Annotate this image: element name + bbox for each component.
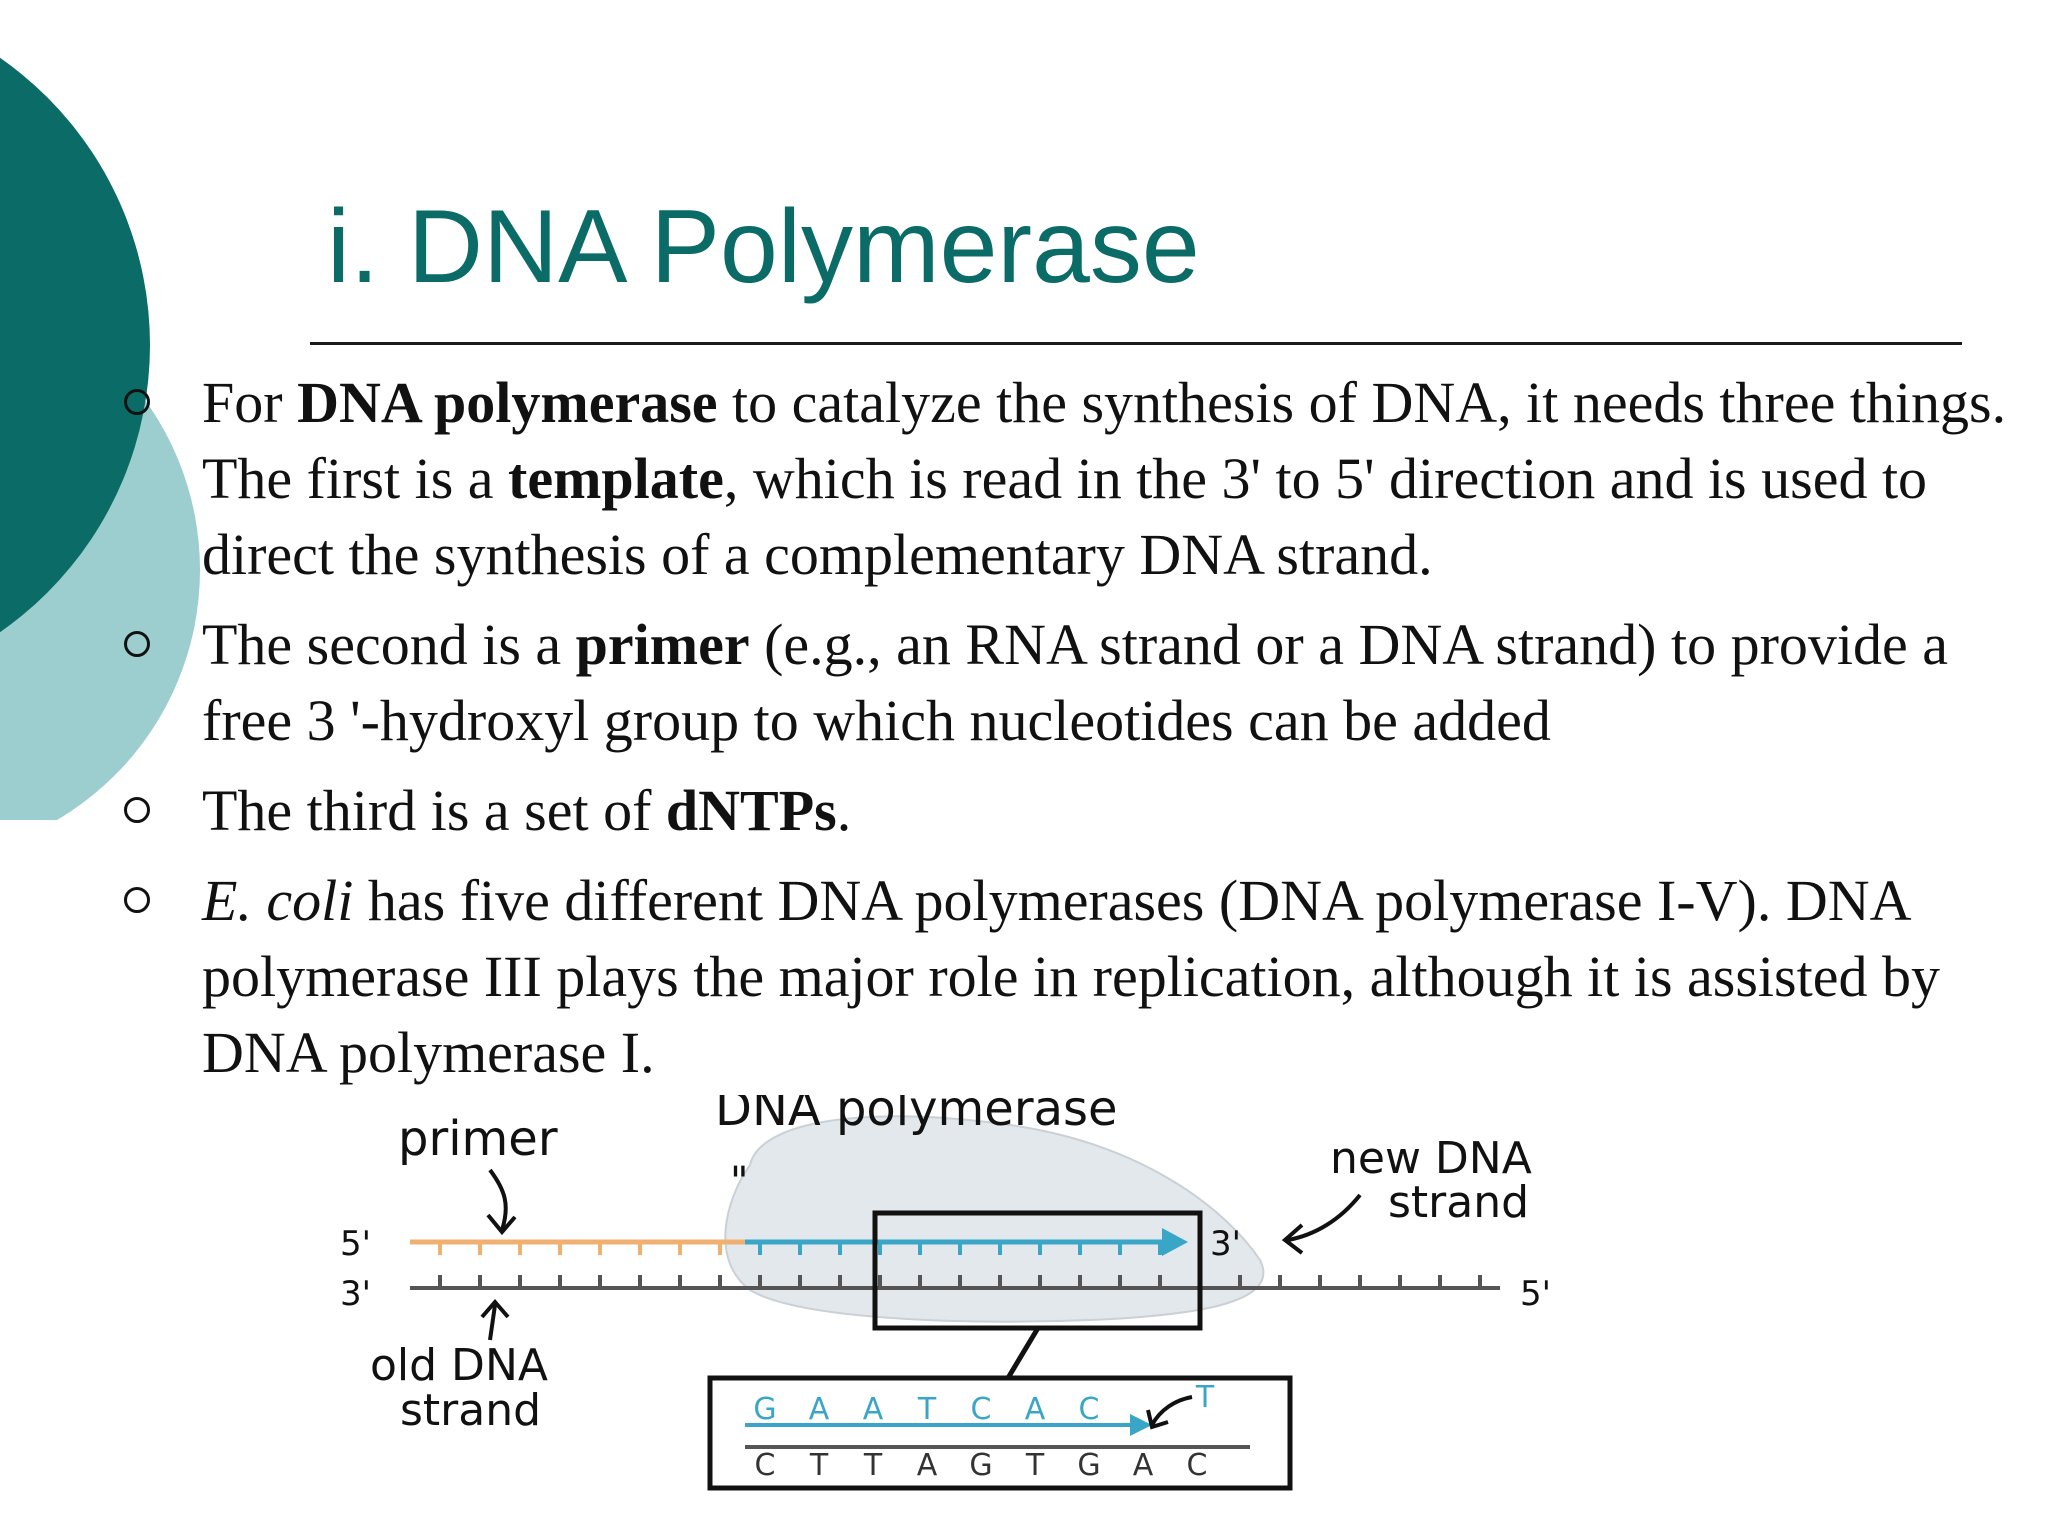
template-base: C <box>1187 1448 1208 1483</box>
new-strand-3-prime-label: 3' <box>1210 1224 1241 1264</box>
old-strand-label-line1: old DNA <box>370 1340 548 1391</box>
bullet-text-segment: E. coli <box>202 868 354 933</box>
bullet-text-segment: dNTPs <box>665 778 837 843</box>
new-strand-arrowhead-icon <box>1162 1228 1188 1256</box>
bullet-item: The third is a set of dNTPs. <box>110 773 2020 849</box>
template-base: T <box>809 1448 829 1483</box>
bullet-circle-icon <box>124 797 150 823</box>
new-strand-base: C <box>1079 1392 1100 1427</box>
slide-title: i. DNA Polymerase <box>327 189 1200 305</box>
primer-pointer-arrowhead-icon <box>486 1213 517 1236</box>
bullet-text: The third is a set of dNTPs. <box>202 778 851 843</box>
dark-teal-circle <box>0 57 150 633</box>
bottom-3-prime-label: 3' <box>340 1274 371 1314</box>
old-strand-ticks <box>438 1275 1482 1288</box>
bullet-text-segment: The second is a <box>202 612 576 677</box>
primer-pointer-arrow-icon <box>488 1168 508 1231</box>
detail-arrowhead-icon <box>1130 1414 1152 1436</box>
bullet-item: For DNA polymerase to catalyze the synth… <box>110 365 2020 593</box>
polymerase-enzyme-shape <box>724 1115 1265 1323</box>
incoming-base-arrow-icon <box>1150 1395 1193 1427</box>
bullet-item: The second is a primer (e.g., an RNA str… <box>110 607 2020 759</box>
bullet-text: E. coli has five different DNA polymeras… <box>202 868 1940 1085</box>
new-strand-base: T <box>917 1392 937 1427</box>
new-strand-label-line1: new DNA <box>1330 1133 1532 1184</box>
polymerase-label: DNA polymerase <box>715 1095 1118 1137</box>
template-base: T <box>863 1448 883 1483</box>
bullet-text-segment: , which is read in the 3' to 5' directio… <box>202 446 1928 587</box>
bullet-circle-icon <box>124 887 150 913</box>
zoom-connector-line <box>1005 1326 1041 1380</box>
bullet-circle-icon <box>124 631 150 657</box>
template-base: C <box>755 1448 776 1483</box>
bullet-text: For DNA polymerase to catalyze the synth… <box>202 370 2006 587</box>
new-strand-base: A <box>809 1392 830 1427</box>
bullet-text-segment: DNA polymerase <box>297 370 718 435</box>
bullet-text-segment: . <box>836 778 852 843</box>
bullet-item: E. coli has five different DNA polymeras… <box>110 863 2020 1091</box>
template-base: T <box>1025 1448 1045 1483</box>
new-strand-label-line2: strand <box>1388 1177 1529 1228</box>
bottom-5-prime-label: 5' <box>1520 1274 1551 1314</box>
new-strand-pointer-arrowhead-icon <box>1281 1223 1304 1255</box>
old-strand-pointer-arrow-icon <box>488 1304 497 1341</box>
primer-ticks <box>438 1242 722 1255</box>
bullet-text-segment: The third is a set of <box>202 778 666 843</box>
new-strand-base: A <box>1025 1392 1046 1427</box>
new-strand-pointer-arrow-icon <box>1287 1193 1362 1242</box>
template-base: G <box>969 1448 992 1483</box>
new-strand-base: G <box>753 1392 776 1427</box>
bullet-text-segment: primer <box>575 612 750 677</box>
bullet-circle-icon <box>124 389 150 415</box>
old-strand-pointer-arrowhead-icon <box>480 1298 510 1319</box>
new-strand-base: C <box>971 1392 992 1427</box>
bullet-text-segment: template <box>508 446 724 511</box>
bullet-text-segment: to catalyze the synthesis of DNA, it nee… <box>202 370 2007 511</box>
template-base: A <box>917 1448 938 1483</box>
zoom-detail-box <box>707 1375 1293 1491</box>
bullet-text: The second is a primer (e.g., an RNA str… <box>202 612 1948 753</box>
decorative-circles <box>0 57 200 820</box>
new-strand-ticks <box>758 1242 1162 1255</box>
template-base: A <box>1133 1448 1154 1483</box>
bullet-list: For DNA polymerase to catalyze the synth… <box>110 365 2020 1105</box>
template-base: G <box>1077 1448 1100 1483</box>
ditto-mark: " <box>730 1159 748 1205</box>
incoming-base-letter: T <box>1195 1380 1215 1415</box>
top-5-prime-label: 5' <box>340 1224 371 1264</box>
bullet-text-segment: has five different DNA polymerases (DNA … <box>202 868 1940 1085</box>
primer-label: primer <box>398 1111 558 1167</box>
title-divider <box>310 342 1962 345</box>
bullet-text-segment: (e.g., an RNA strand or a DNA strand) to… <box>202 612 1948 753</box>
bullet-text-segment: For <box>202 370 298 435</box>
incoming-base-arrowhead-icon <box>1146 1409 1169 1430</box>
old-strand-label-line2: strand <box>400 1385 541 1436</box>
new-strand-base: A <box>863 1392 884 1427</box>
